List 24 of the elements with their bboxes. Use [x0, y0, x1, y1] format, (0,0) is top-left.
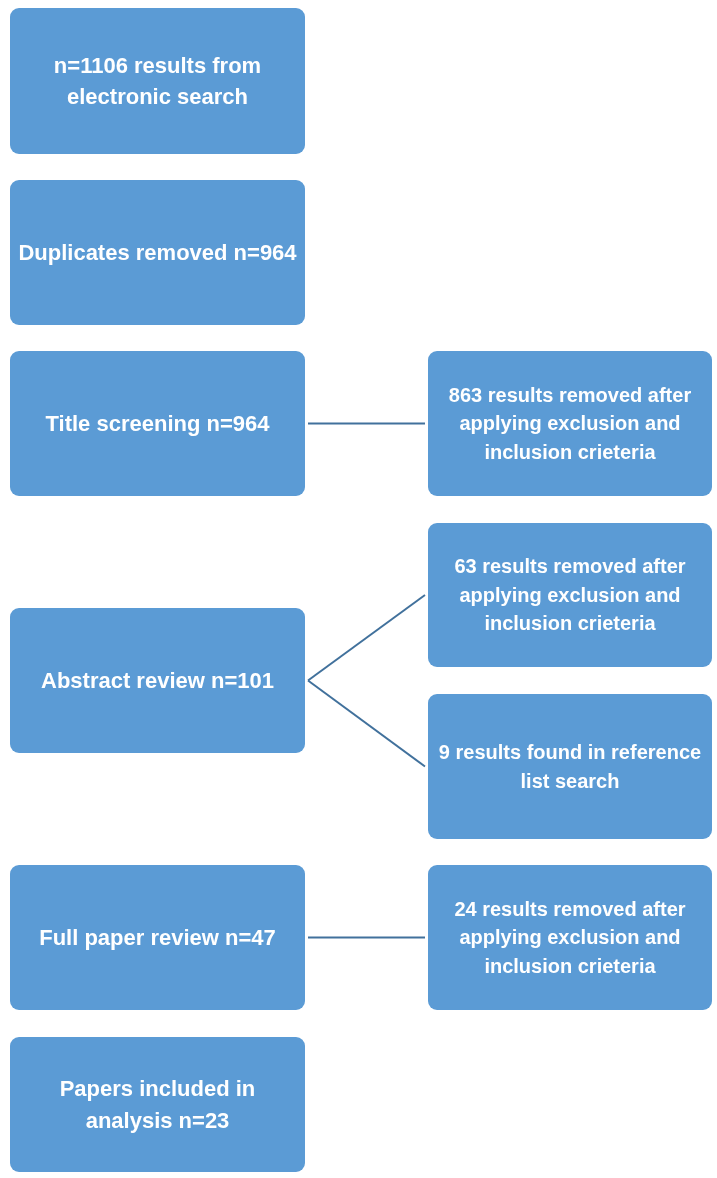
box-text: 63 results removed after applying exclusion and inclusion crieteria: [453, 554, 687, 637]
connector-line: [307, 679, 426, 768]
process-box: [428, 523, 712, 667]
process-box: [428, 694, 712, 839]
connector-line: [307, 422, 426, 425]
box-text: n=1106 results from electronic search: [52, 51, 263, 111]
connector-line: [307, 936, 426, 939]
box-text: 863 results removed after applying exclusion and inclusion crieteria: [447, 382, 693, 465]
process-box: [10, 8, 305, 154]
process-box: [428, 865, 712, 1010]
box-text: Full paper review n=47: [39, 923, 276, 952]
box-text: Abstract review n=101: [41, 666, 274, 695]
process-box: [10, 1037, 305, 1172]
process-box: [10, 865, 305, 1010]
box-text: 24 results removed after applying exclusion and inclusion crieteria: [453, 896, 687, 979]
box-text: 9 results found in reference list search: [437, 740, 703, 794]
process-box: [10, 351, 305, 496]
connector-line: [307, 594, 426, 682]
box-text: Papers included in analysis n=23: [58, 1075, 257, 1135]
process-box: [10, 608, 305, 753]
process-box: [428, 351, 712, 496]
box-text: Duplicates removed n=964: [18, 238, 297, 267]
process-box: [10, 180, 305, 325]
box-text: Title screening n=964: [45, 409, 270, 438]
